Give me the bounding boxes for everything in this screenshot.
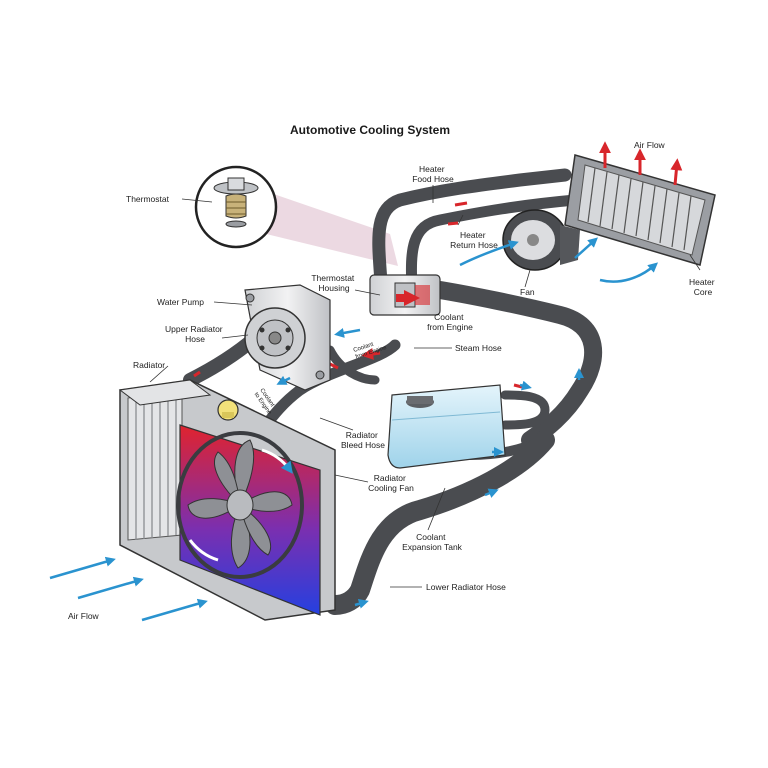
radiator-cooling-fan — [176, 431, 304, 579]
label-heater-food-hose: Heater Food Hose — [412, 164, 454, 184]
heater-fan — [502, 209, 580, 271]
label-thermostat: Thermostat — [126, 194, 170, 204]
thermostat-zoom-cone — [258, 190, 398, 266]
label-radiator-cooling-fan: Radiator Cooling Fan — [368, 473, 414, 493]
label-steam-hose: Steam Hose — [455, 343, 502, 353]
coolant-expansion-tank — [387, 384, 506, 469]
cool-flow-arrows — [49, 237, 659, 622]
upper-loop-hose — [431, 281, 602, 449]
label-air-flow-bottom: Air Flow — [68, 611, 100, 621]
heater-return-hose — [405, 194, 581, 294]
diagram-title: Automotive Cooling System — [290, 123, 450, 137]
label-upper-radiator-hose: Upper Radiator Hose — [165, 324, 225, 344]
label-air-flow-top: Air Flow — [634, 140, 666, 150]
hot-flow-arrows — [361, 141, 683, 360]
thermostat-detail — [194, 165, 278, 249]
leader-lines — [149, 185, 701, 588]
label-water-pump: Water Pump — [157, 297, 204, 307]
lower-radiator-hose — [325, 430, 555, 615]
coolant-from-engine-arrow — [396, 290, 420, 306]
tank-hose — [500, 390, 550, 430]
hose-stripes — [193, 201, 523, 389]
heater-feed-hose — [372, 168, 572, 307]
label-lower-radiator-hose: Lower Radiator Hose — [426, 582, 506, 592]
label-heater-return-hose: Heater Return Hose — [450, 230, 498, 250]
label-radiator-bleed-hose: Radiator Bleed Hose — [341, 430, 385, 450]
label-coolant-from-engine: Coolant from Engine — [427, 312, 473, 332]
bypass-hose — [325, 345, 380, 385]
hoses — [183, 168, 602, 615]
label-heater-core: Heater Core — [689, 277, 717, 297]
water-pump — [244, 284, 331, 391]
label-coolant-expansion-tank: Coolant Expansion Tank — [402, 532, 463, 552]
label-thermostat-housing: Thermostat Housing — [311, 273, 356, 293]
label-radiator: Radiator — [133, 360, 165, 370]
heater-core — [564, 154, 716, 266]
label-fan: Fan — [520, 287, 535, 297]
